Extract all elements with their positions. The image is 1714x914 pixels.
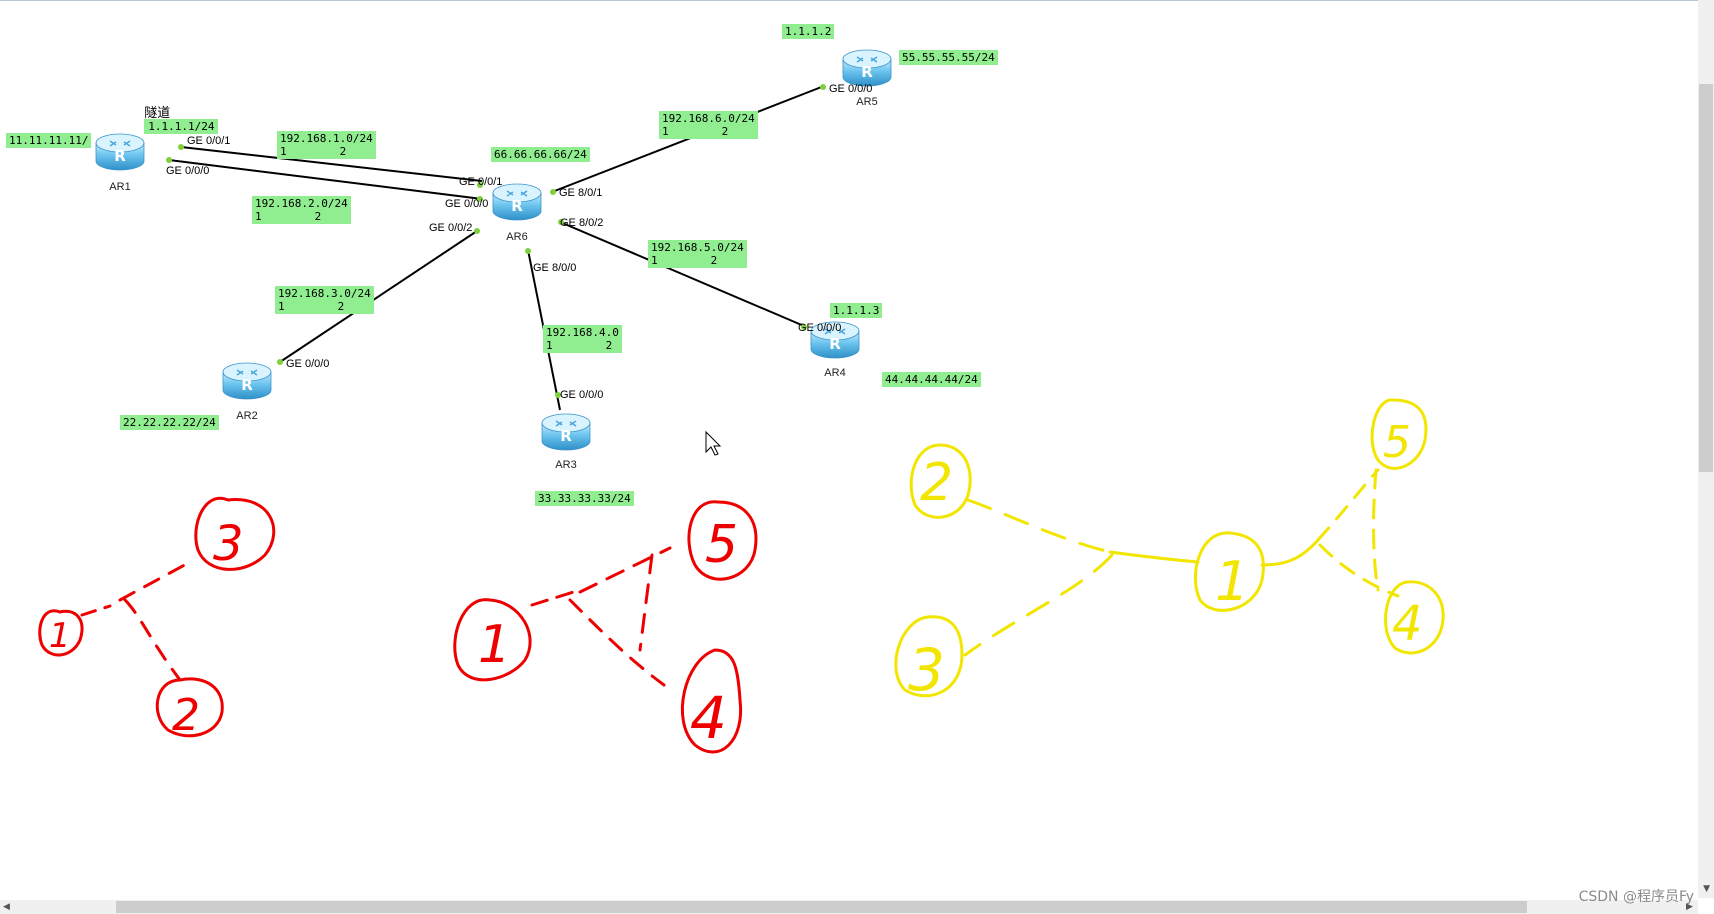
router-ar2[interactable] (222, 362, 272, 400)
router-ar3[interactable] (541, 413, 591, 451)
yellow-digit-4: 4 (1392, 596, 1423, 652)
scroll-down-arrow-icon[interactable]: ▼ (1703, 884, 1710, 894)
red-sketch-digits-2: 1 5 4 (478, 515, 738, 752)
red-sketch-digits-1: 1 3 2 (49, 516, 244, 741)
port-ar6-g801: GE 8/0/1 (559, 187, 603, 199)
red2-digit-5: 5 (705, 515, 738, 575)
net-192-168-6-label: 192.168.6.0/24 1 2 (659, 111, 758, 139)
ar5-loopback-label: 55.55.55.55/24 (899, 50, 998, 65)
ar3-loopback-label: 33.33.33.33/24 (535, 491, 634, 506)
csdn-watermark: CSDN @程序员Fy (1578, 889, 1694, 905)
link-ar6-ar2 (279, 230, 478, 363)
router-name-ar5: AR5 (856, 96, 878, 108)
link-ar1-ar6-b (168, 159, 483, 200)
router-ar5[interactable] (842, 49, 892, 87)
horizontal-scrollbar-thumb[interactable] (116, 901, 1527, 913)
router-name-ar6: AR6 (506, 231, 528, 243)
port-ar4-g000: GE 0/0/0 (798, 322, 842, 334)
yellow-sketch-digits: 2 3 1 5 4 (908, 417, 1423, 704)
scroll-left-arrow-icon[interactable]: ◀ (3, 902, 10, 912)
port-ar6-g001: GE 0/0/1 (459, 176, 503, 188)
red2-digit-4: 4 (690, 684, 727, 752)
link-ar1-ar6-a (180, 146, 483, 182)
scroll-right-arrow-icon[interactable]: ▶ (1686, 902, 1693, 912)
port-ar6-g002: GE 0/0/2 (429, 222, 473, 234)
window-top-border (0, 0, 1714, 1)
port-ar2-g000: GE 0/0/0 (286, 358, 330, 370)
yellow-digit-3: 3 (908, 636, 945, 704)
port-ar5-g000: GE 0/0/0 (829, 83, 873, 95)
net-192-168-4-label: 192.168.4.0 1 2 (543, 325, 622, 353)
port-ar6-g802: GE 8/0/2 (560, 217, 604, 229)
ar4-loopback-label: 44.44.44.44/24 (882, 372, 981, 387)
port-ar3-g000: GE 0/0/0 (560, 389, 604, 401)
port-ar1-g001: GE 0/0/1 (187, 135, 231, 147)
router-name-ar1: AR1 (109, 181, 131, 193)
router-name-ar4: AR4 (824, 367, 846, 379)
link-ar6-ar4 (559, 221, 805, 327)
yellow-digit-2: 2 (920, 453, 953, 513)
yellow-sketch-tree (894, 398, 1445, 698)
ar6-loopback-label: 66.66.66.66/24 (491, 147, 590, 162)
port-ar6-g000: GE 0/0/0 (445, 198, 489, 210)
ar5-tunnel-label: 1.1.1.2 (782, 24, 835, 39)
net-192-168-1-label: 192.168.1.0/24 1 2 (277, 131, 376, 159)
router-name-ar3: AR3 (555, 459, 577, 471)
red1-digit-2: 2 (172, 690, 200, 741)
yellow-digit-1: 1 (1215, 550, 1249, 613)
port-ar1-g000: GE 0/0/0 (166, 165, 210, 177)
router-name-ar2: AR2 (236, 410, 258, 422)
tunnel-ip-label: 隧道 1.1.1.1/24 (131, 94, 219, 134)
red1-digit-3: 3 (213, 516, 244, 572)
net-192-168-5-label: 192.168.5.0/24 1 2 (648, 240, 747, 268)
router-ar6[interactable] (492, 183, 542, 221)
net-192-168-2-label: 192.168.2.0/24 1 2 (252, 196, 351, 224)
mouse-cursor-icon (705, 430, 722, 456)
red-sketch-tree-1 (38, 496, 276, 738)
tunnel-ip: 1.1.1.1/24 (144, 119, 219, 134)
ar4-tunnel-label: 1.1.1.3 (830, 303, 883, 318)
ar1-loopback-label: 11.11.11.11/ (6, 133, 92, 148)
port-ar6-g800: GE 8/0/0 (533, 262, 577, 274)
port-dots (166, 84, 826, 398)
vertical-scrollbar-thumb[interactable] (1699, 84, 1713, 472)
router-ar1[interactable] (95, 133, 145, 171)
ar2-loopback-label: 22.22.22.22/24 (120, 415, 219, 430)
red1-digit-1: 1 (49, 616, 71, 656)
tunnel-word: 隧道 (144, 106, 171, 121)
link-lines (168, 85, 825, 411)
yellow-digit-5: 5 (1383, 417, 1411, 468)
net-192-168-3-label: 192.168.3.0/24 1 2 (275, 286, 374, 314)
red2-digit-1: 1 (478, 615, 511, 675)
link-ar6-ar5 (551, 85, 825, 193)
red-sketch-tree-2 (453, 500, 758, 754)
